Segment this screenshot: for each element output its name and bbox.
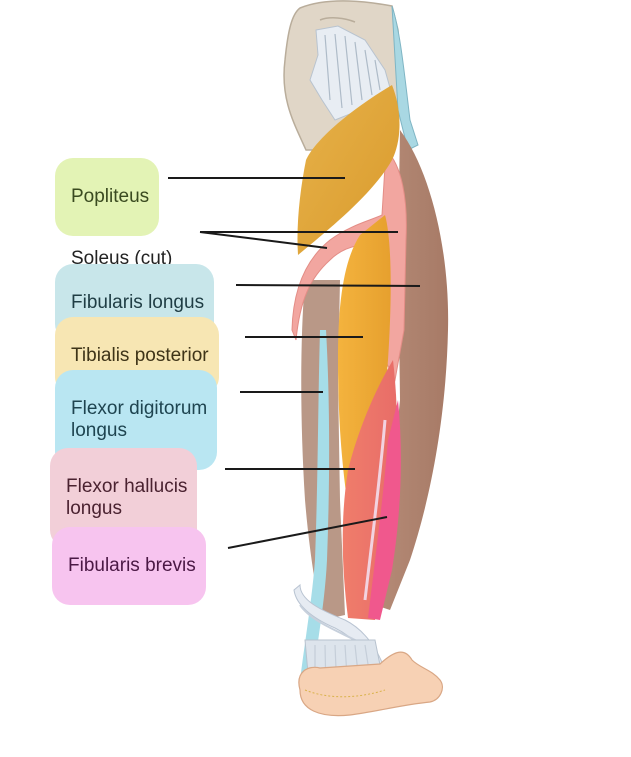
label-flexor-hallucis-longus-text: Flexor hallucis longus	[66, 476, 188, 519]
leader-fibularis-brevis	[227, 516, 388, 549]
leader-soleus-2	[199, 231, 328, 249]
fibularis-brevis-muscle	[368, 400, 401, 620]
label-popliteus: Popliteus	[55, 158, 160, 236]
foot	[298, 651, 443, 717]
flexor-digitorum-tendon	[300, 330, 330, 682]
fibularis-longus-muscle	[360, 130, 449, 610]
label-fibularis-longus-text: Fibularis longus	[71, 292, 205, 313]
label-flexor-digitorum-longus-text: Flexor digitorum longus	[71, 398, 208, 441]
popliteus-muscle	[297, 85, 400, 255]
leader-fibularis-longus	[235, 284, 421, 287]
label-tibialis-posterior-text: Tibialis posterior	[71, 345, 209, 366]
label-fibularis-brevis: Fibularis brevis	[52, 527, 206, 605]
label-popliteus-text: Popliteus	[71, 186, 150, 207]
label-soleus-text: Soleus (cut)	[71, 248, 173, 269]
leader-lines	[168, 177, 421, 549]
lateral-tendon	[391, 5, 419, 151]
label-fibularis-brevis-text: Fibularis brevis	[68, 555, 196, 576]
label-soleus: Soleus (cut)	[55, 220, 182, 298]
tibialis-posterior-muscle	[338, 215, 391, 520]
central-tendon	[363, 419, 387, 601]
